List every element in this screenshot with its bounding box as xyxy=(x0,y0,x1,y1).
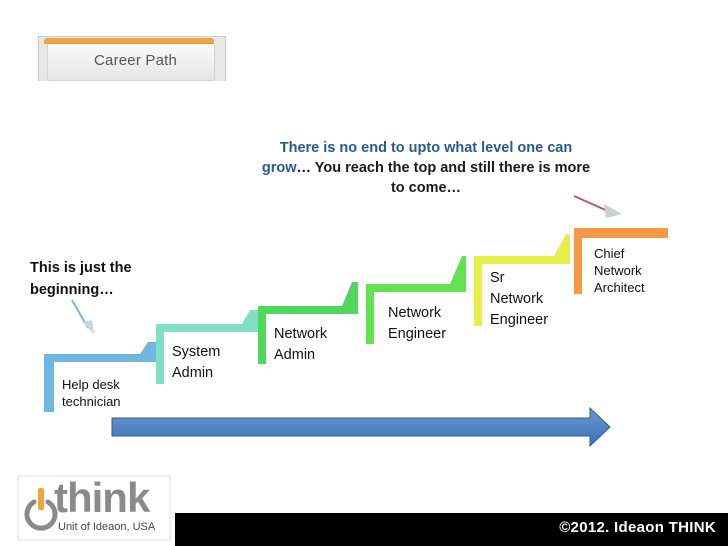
label-help-desk: Help desk technician xyxy=(62,376,121,410)
label-line: Architect xyxy=(594,280,645,295)
label-network-admin: Network Admin xyxy=(274,324,327,366)
think-logo xyxy=(17,475,171,541)
step-2-riser xyxy=(242,310,258,324)
power-icon-bar xyxy=(38,488,44,510)
pointer-arrow-top xyxy=(573,195,622,218)
message-line-2: … You reach the top and still there is m… xyxy=(296,160,591,176)
logo-subtitle: Unit of Ideaon, USA xyxy=(58,521,156,533)
step-3-riser xyxy=(342,282,358,306)
step-6-shape xyxy=(574,228,668,294)
label-line: technician xyxy=(62,394,121,409)
logo-word: think xyxy=(54,474,150,521)
step-network-engineer xyxy=(366,256,466,344)
label-line: Chief xyxy=(594,246,625,261)
label-line: Admin xyxy=(274,347,316,363)
label-line: Network xyxy=(490,291,544,307)
label-line: Admin xyxy=(172,365,214,381)
label-network-engineer: Network Engineer xyxy=(388,303,446,345)
label-line: Network xyxy=(594,263,642,278)
label-line: Help desk xyxy=(62,377,120,392)
pointer-arrow-beginning xyxy=(71,299,94,334)
beginning-line-1: This is just the xyxy=(30,260,132,276)
beginning-line-2: beginning… xyxy=(30,282,114,298)
step-chief-network-architect xyxy=(574,228,668,294)
step-1-riser xyxy=(140,342,156,354)
label-line: Sr xyxy=(490,270,505,286)
power-icon xyxy=(24,499,58,531)
label-sr-network-engineer: Sr Network Engineer xyxy=(490,268,548,331)
label-line: Network xyxy=(274,326,328,342)
step-system-admin xyxy=(156,310,258,384)
step-4-riser xyxy=(450,256,466,284)
step-help-desk xyxy=(44,342,156,412)
progress-arrow xyxy=(111,406,611,448)
step-4-shape xyxy=(366,284,466,344)
copyright-text: ©2012. Ideaon THINK xyxy=(559,519,716,536)
label-line: Engineer xyxy=(490,312,549,328)
step-network-admin xyxy=(258,282,358,364)
footer-bar xyxy=(175,513,728,546)
step-2-shape xyxy=(156,324,258,384)
top-message: There is no end to upto what level one c… xyxy=(226,138,626,198)
header-tab-accent xyxy=(44,38,214,44)
step-sr-network-engineer xyxy=(474,234,570,326)
label-system-admin: System Admin xyxy=(172,342,220,384)
beginning-text: This is just the beginning… xyxy=(30,257,170,301)
header-tab-label: Career Path xyxy=(94,52,178,69)
step-3-shape xyxy=(258,306,358,364)
label-line: Network xyxy=(388,305,442,321)
label-line: System xyxy=(172,344,221,360)
label-line: Engineer xyxy=(388,326,447,342)
message-line-1: There is no end to upto what level one c… xyxy=(279,140,573,156)
step-1-shape xyxy=(44,354,156,412)
message-highlight: grow xyxy=(261,160,297,176)
step-5-riser xyxy=(554,234,570,256)
message-line-3: to come… xyxy=(390,180,462,196)
header-tab xyxy=(48,44,214,80)
logo-frame xyxy=(17,475,171,541)
label-chief-network-architect: Chief Network Architect xyxy=(594,245,645,296)
step-5-shape xyxy=(474,256,570,326)
